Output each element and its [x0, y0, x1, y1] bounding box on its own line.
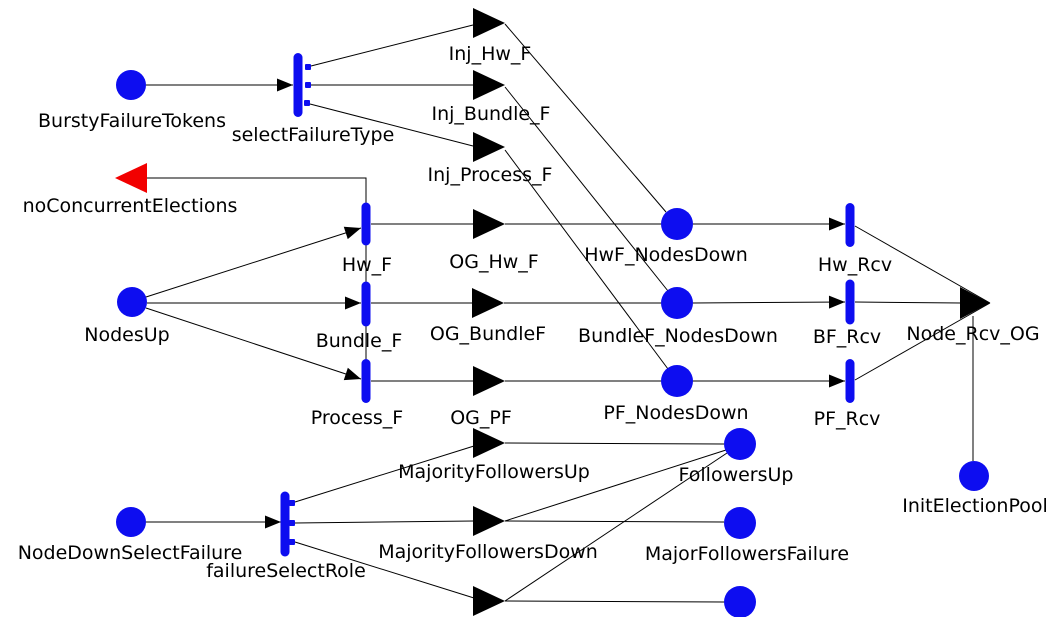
place-MajorFollowersFailure[interactable]: [724, 507, 756, 539]
output-gate-OG_BundleF[interactable]: [472, 288, 504, 318]
arc-wire: [504, 442, 725, 445]
place-HwF_NodesDown[interactable]: [661, 208, 693, 240]
place-label-NodeDownSelectFailure: NodeDownSelectFailure: [18, 542, 243, 564]
output-gate-OG_Hw_F[interactable]: [473, 209, 505, 239]
gate-label-Inj_Bundle_F: Inj_Bundle_F: [431, 103, 550, 125]
place-BundleF_NodesDown[interactable]: [661, 287, 693, 319]
activity-label-Process_F: Process_F: [311, 407, 404, 429]
arc-arrowhead: [345, 296, 361, 310]
activity-case-dot-failureSelectRole[interactable]: [289, 520, 295, 526]
place-label-PF_NodesDown: PF_NodesDown: [603, 402, 748, 424]
gate-label-OG_Hw_F: OG_Hw_F: [449, 251, 538, 273]
gate-label-Node_Rcv_OG: Node_Rcv_OG: [906, 323, 1039, 345]
place-label-MajorFollowersFailure: MajorFollowersFailure: [645, 543, 849, 565]
place-PF_NodesDown[interactable]: [661, 365, 693, 397]
arc-wire: [504, 520, 725, 523]
gate-label-noConcurrentElections: noConcurrentElections: [23, 195, 238, 217]
arc-arrowhead: [829, 217, 845, 231]
arc-wire: [854, 301, 962, 304]
arc-wire: [294, 541, 475, 599]
activity-case-dot-failureSelectRole[interactable]: [289, 539, 295, 545]
activity-Hw_F[interactable]: [361, 202, 371, 246]
activity-label-Hw_Rcv: Hw_Rcv: [818, 254, 892, 276]
arc-wire: [504, 86, 669, 292]
output-gate-MajorityFollowersUp[interactable]: [473, 428, 505, 458]
arc-arrowhead: [829, 374, 845, 388]
arc-wire: [504, 149, 669, 370]
activity-label-BF_Rcv: BF_Rcv: [813, 326, 881, 348]
activity-failureSelectRole[interactable]: [280, 491, 290, 557]
output-gate-Node_Rcv_OG[interactable]: [960, 287, 990, 319]
arc-wire: [854, 225, 991, 304]
arc-wire: [310, 24, 474, 67]
input-gate-noConcurrentElections[interactable]: [115, 163, 147, 193]
activity-case-dot-selectFailureType[interactable]: [305, 82, 311, 88]
arc-arrowhead: [828, 295, 845, 309]
output-gate-MajorityFollowersDown[interactable]: [473, 506, 505, 536]
arc-arrowhead: [277, 78, 293, 92]
output-gate-OG_PF[interactable]: [473, 366, 505, 396]
gate-label-Inj_Process_F: Inj_Process_F: [428, 164, 553, 186]
activity-Process_F[interactable]: [361, 359, 371, 403]
place-place_unlabeled[interactable]: [724, 586, 756, 617]
arc-arrowhead: [343, 226, 361, 240]
gate-label-OG_PF: OG_PF: [450, 407, 512, 429]
output-gate-Inj_Hw_F[interactable]: [473, 8, 505, 38]
arc-wire: [145, 307, 362, 380]
arc-wire: [504, 449, 727, 522]
place-FollowersUp[interactable]: [724, 428, 756, 460]
output-gate-gate_unlabeled[interactable]: [473, 586, 505, 616]
activity-label-failureSelectRole: failureSelectRole: [206, 560, 366, 582]
output-gate-Inj_Process_F[interactable]: [473, 132, 505, 162]
arc-arrowhead: [343, 367, 361, 381]
place-label-BundleF_NodesDown: BundleF_NodesDown: [578, 325, 778, 347]
arc-wire: [854, 302, 991, 381]
arc-wire: [294, 520, 475, 524]
place-label-FollowersUp: FollowersUp: [679, 464, 794, 486]
activity-selectFailureType[interactable]: [293, 53, 303, 117]
activity-case-dot-selectFailureType[interactable]: [305, 64, 311, 70]
activity-label-selectFailureType: selectFailureType: [232, 124, 395, 146]
gate-label-MajorityFollowersUp: MajorityFollowersUp: [398, 461, 590, 483]
gate-label-OG_BundleF: OG_BundleF: [430, 323, 546, 345]
arc-wire: [294, 445, 475, 503]
activity-PF_Rcv[interactable]: [845, 359, 855, 403]
activity-label-PF_Rcv: PF_Rcv: [814, 408, 881, 430]
activity-case-dot-selectFailureType[interactable]: [304, 100, 310, 106]
arc-wire: [309, 103, 474, 147]
activity-label-Hw_F: Hw_F: [342, 254, 392, 276]
place-BurstyFailureTokens[interactable]: [116, 70, 146, 100]
arc-wire: [145, 227, 362, 298]
place-NodesUp[interactable]: [117, 287, 147, 317]
place-label-NodesUp: NodesUp: [84, 324, 169, 346]
place-InitElectionPool[interactable]: [959, 461, 989, 491]
activity-Bundle_F[interactable]: [361, 281, 371, 327]
arc-wire: [504, 23, 667, 213]
place-label-InitElectionPool: InitElectionPool: [902, 495, 1048, 517]
gate-label-Inj_Hw_F: Inj_Hw_F: [449, 43, 532, 65]
place-NodeDownSelectFailure[interactable]: [116, 507, 146, 537]
place-label-BurstyFailureTokens: BurstyFailureTokens: [38, 110, 226, 132]
activity-BF_Rcv[interactable]: [845, 279, 855, 325]
gate-label-MajorityFollowersDown: MajorityFollowersDown: [378, 541, 598, 563]
arc-arrowhead: [265, 515, 281, 529]
output-gate-Inj_Bundle_F[interactable]: [473, 70, 505, 100]
arc-wire: [504, 600, 726, 603]
arc-wire: [692, 301, 846, 304]
activity-case-dot-failureSelectRole[interactable]: [289, 500, 295, 506]
arc-wire: [504, 452, 728, 602]
activity-Hw_Rcv[interactable]: [845, 203, 855, 247]
activity-label-Bundle_F: Bundle_F: [316, 330, 403, 352]
place-label-HwF_NodesDown: HwF_NodesDown: [584, 244, 748, 266]
